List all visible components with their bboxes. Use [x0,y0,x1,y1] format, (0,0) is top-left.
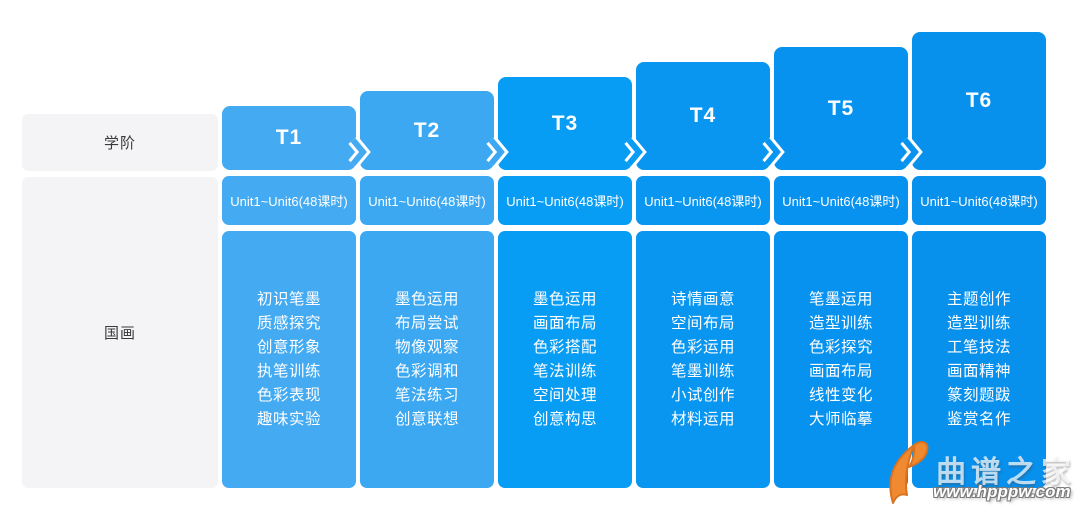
unit-range-label-t3: Unit1~Unit6(48课时) [498,176,632,225]
unit-range-label-t6: Unit1~Unit6(48课时) [912,176,1046,225]
stage-header-t1: T1 [222,106,356,170]
unit-range-label-t5: Unit1~Unit6(48课时) [774,176,908,225]
unit-range-label-t2: Unit1~Unit6(48课时) [360,176,494,225]
course-item: 线性变化 [808,386,873,404]
course-item: 小试创作 [670,386,735,404]
course-item: 趣味实验 [256,410,321,428]
subject-row-label: 国画 [22,177,218,488]
course-item: 色彩探究 [808,338,873,356]
stage-header-t5: T5 [774,47,908,170]
course-item: 执笔训练 [256,362,321,380]
chevron-right-icon [624,136,647,168]
course-item: 色彩表现 [256,386,321,404]
course-list-t2: 墨色运用布局尝试物像观察色彩调和笔法练习创意联想 [360,231,494,488]
course-item: 色彩调和 [394,362,459,380]
course-item: 笔墨运用 [808,290,873,308]
course-item: 墨色运用 [394,290,459,308]
subject-row-label-text: 国画 [103,325,136,342]
watermark-site-url: www.hpppw.com [933,482,1071,501]
course-item: 空间布局 [670,314,735,332]
course-item: 布局尝试 [394,314,459,332]
course-item: 鉴赏名作 [946,410,1011,428]
course-item: 物像观察 [394,338,459,356]
stage-column-t1: T1 Unit1~Unit6(48课时) 初识笔墨质感探究创意形象执笔训练色彩表… [222,0,371,488]
course-item: 质感探究 [256,314,321,332]
course-item: 空间处理 [532,386,597,404]
course-item: 笔法训练 [532,362,597,380]
course-item: 篆刻题跋 [946,386,1011,404]
watermark-site-name: 曲谱之家 [936,456,1076,489]
stage-header-t2: T2 [360,91,494,170]
course-item: 造型训练 [808,314,873,332]
course-item: 创意形象 [256,338,321,356]
course-item: 创意构思 [532,410,597,428]
course-item: 画面精神 [946,362,1011,380]
course-item: 创意联想 [394,410,459,428]
course-item: 大师临摹 [808,410,873,428]
unit-range-label-t4: Unit1~Unit6(48课时) [636,176,770,225]
course-item: 色彩搭配 [532,338,597,356]
course-item: 墨色运用 [532,290,597,308]
stage-column-t5: T5 Unit1~Unit6(48课时) 笔墨运用造型训练色彩探究画面布局线性变… [774,0,923,488]
course-list-t4: 诗情画意空间布局色彩运用笔墨训练小试创作材料运用 [636,231,770,488]
chevron-right-icon [900,136,923,168]
course-item: 造型训练 [946,314,1011,332]
course-item: 笔墨训练 [670,362,735,380]
stage-header-t4: T4 [636,62,770,170]
stage-column-t3: T3 Unit1~Unit6(48课时) 墨色运用画面布局色彩搭配笔法训练空间处… [498,0,647,488]
course-item: 画面布局 [808,362,873,380]
chevron-right-icon [486,136,509,168]
stage-column-t4: T4 Unit1~Unit6(48课时) 诗情画意空间布局色彩运用笔墨训练小试创… [636,0,785,488]
course-list-t1: 初识笔墨质感探究创意形象执笔训练色彩表现趣味实验 [222,231,356,488]
stage-row-label-text: 学阶 [103,135,136,152]
unit-range-label-t1: Unit1~Unit6(48课时) [222,176,356,225]
course-item: 初识笔墨 [256,290,321,308]
stage-column-t2: T2 Unit1~Unit6(48课时) 墨色运用布局尝试物像观察色彩调和笔法练… [360,0,509,488]
course-item: 画面布局 [532,314,597,332]
course-item: 诗情画意 [670,290,735,308]
course-item: 笔法练习 [394,386,459,404]
stage-header-t6: T6 [912,32,1046,170]
course-list-t6: 主题创作造型训练工笔技法画面精神篆刻题跋鉴赏名作 [912,231,1046,488]
watermark-ribbon-logo-icon [889,441,929,504]
stage-header-t3: T3 [498,77,632,170]
course-item: 工笔技法 [946,338,1011,356]
course-item: 主题创作 [946,290,1011,308]
course-list-t3: 墨色运用画面布局色彩搭配笔法训练空间处理创意构思 [498,231,632,488]
course-item: 色彩运用 [670,338,735,356]
course-list-t5: 笔墨运用造型训练色彩探究画面布局线性变化大师临摹 [774,231,908,488]
stage-column-t6: T6 Unit1~Unit6(48课时) 主题创作造型训练工笔技法画面精神篆刻题… [912,0,1046,488]
chevron-right-icon [762,136,785,168]
stage-row-label: 学阶 [22,114,218,171]
chevron-right-icon [348,136,371,168]
course-item: 材料运用 [670,410,735,428]
